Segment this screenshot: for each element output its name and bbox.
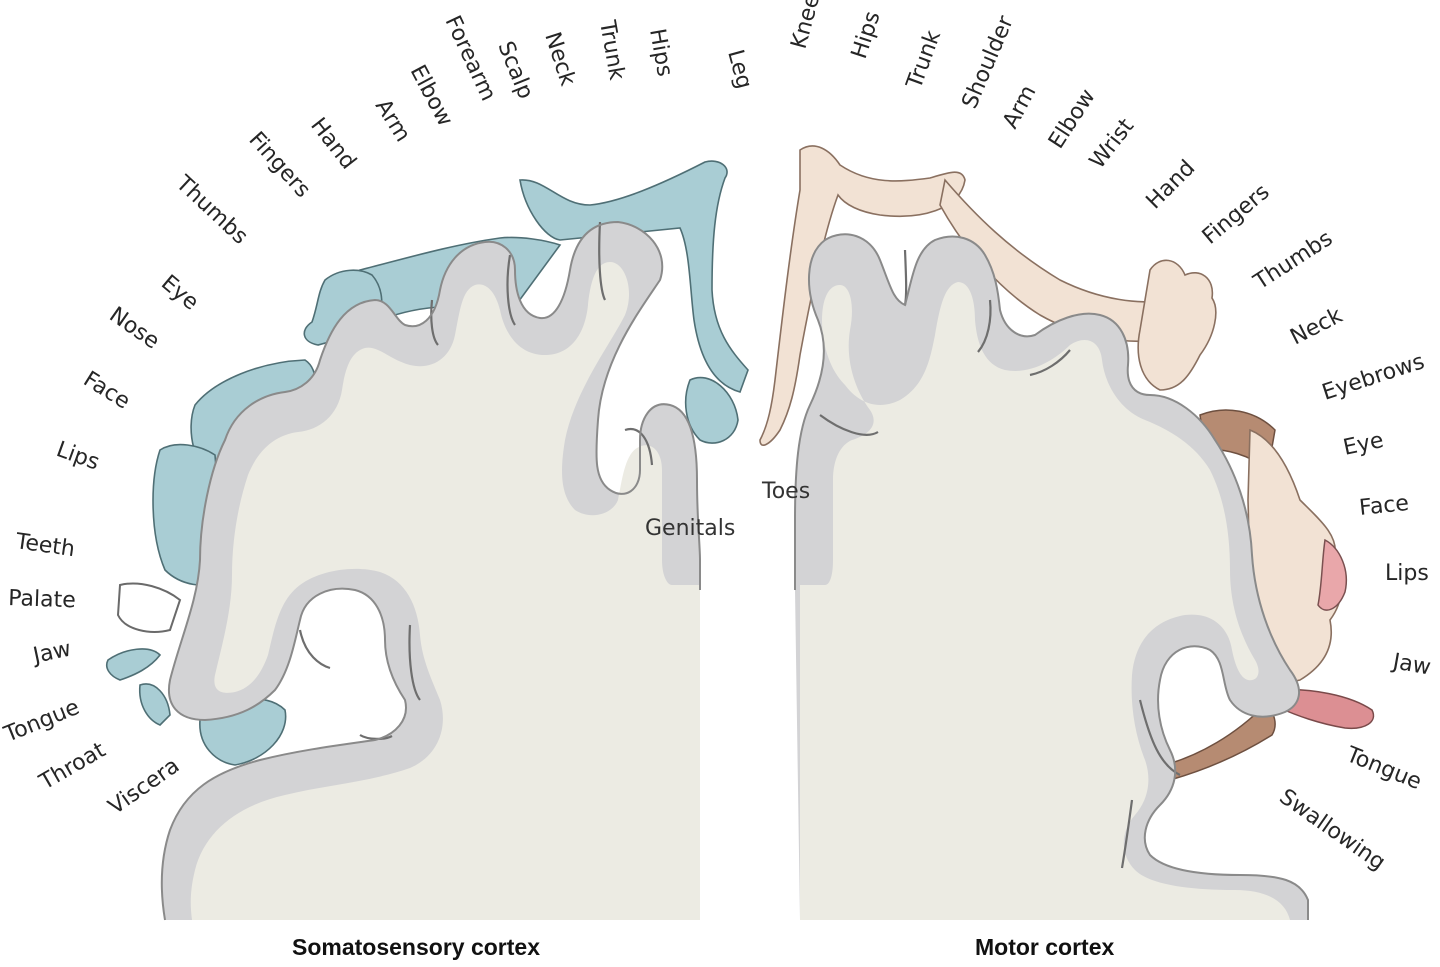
motor-sulcus-3 xyxy=(1029,349,1071,377)
sensory-label-thumbs: Thumbs xyxy=(170,170,252,249)
motor-lips xyxy=(1317,538,1347,611)
motor-label-knee: Knee xyxy=(787,0,826,52)
motor-homunculus xyxy=(759,145,1375,781)
motor-label-neck: Neck xyxy=(1286,303,1346,350)
motor-label-hips: Hips xyxy=(847,8,886,61)
motor-label-swallowing: Swallowing xyxy=(1275,784,1390,875)
motor-white-matter xyxy=(800,282,1290,920)
motor-caption: Motor cortex xyxy=(975,934,1115,960)
sensory-label-trunk: Trunk xyxy=(594,18,629,83)
sensory-label-lips: Lips xyxy=(53,437,103,475)
motor-label-elbow: Elbow xyxy=(1044,85,1101,153)
motor-label-eyebrows: Eyebrows xyxy=(1319,349,1427,406)
sensory-leg xyxy=(519,160,749,393)
motor-label-eye: Eye xyxy=(1341,428,1386,461)
motor-leg xyxy=(759,145,966,446)
sensory-sulcus-6 xyxy=(298,629,331,670)
sensory-label-hand: Hand xyxy=(305,113,360,174)
sensory-sulcus-3 xyxy=(430,299,439,346)
sensory-label-elbow: Elbow xyxy=(405,61,458,131)
sensory-genitals xyxy=(684,376,739,444)
sensory-label-jaw: Jaw xyxy=(29,637,73,670)
sensory-sulcus-1 xyxy=(598,221,607,301)
motor-tongue xyxy=(1279,688,1375,730)
motor-label-lips: Lips xyxy=(1385,561,1429,586)
sensory-label-forearm: Forearm xyxy=(440,12,501,105)
sensory-genitals-label: Genitals xyxy=(645,516,735,541)
motor-sulcus-4 xyxy=(819,414,879,436)
motor-label-arm: Arm xyxy=(998,81,1041,133)
sensory-white-matter xyxy=(190,262,700,920)
motor-hemisphere xyxy=(759,145,1375,920)
motor-outline xyxy=(794,233,1309,920)
sensory-label-arm: Arm xyxy=(370,95,415,147)
sensory-sulcus-4 xyxy=(624,427,654,466)
motor-label-tongue: Tongue xyxy=(1342,742,1425,795)
motor-label-hand: Hand xyxy=(1142,156,1201,215)
motor-hand xyxy=(1137,259,1217,391)
sensory-label-viscera: Viscera xyxy=(104,753,184,820)
motor-sulcus-1 xyxy=(903,249,908,306)
motor-label-face: Face xyxy=(1358,491,1410,521)
sensory-label-nose: Nose xyxy=(105,302,164,354)
somatosensory-caption: Somatosensory cortex xyxy=(292,934,540,960)
sensory-label-teeth: Teeth xyxy=(13,529,76,562)
motor-label-jaw: Jaw xyxy=(1389,649,1433,681)
sensory-teeth xyxy=(116,582,182,633)
sensory-label-hips: Hips xyxy=(644,27,677,79)
sensory-label-neck: Neck xyxy=(539,29,580,89)
sensory-label-palate: Palate xyxy=(8,586,76,613)
sensory-throat xyxy=(138,683,171,726)
sensory-sulcus-5 xyxy=(408,624,421,701)
motor-label-wrist: Wrist xyxy=(1085,114,1139,174)
sensory-label-face: Face xyxy=(79,367,134,415)
sensory-outline xyxy=(160,220,701,921)
motor-throat xyxy=(1164,704,1276,781)
motor-label-fingers: Fingers xyxy=(1198,180,1275,250)
sensory-label-throat: Throat xyxy=(35,738,111,796)
sensory-sulcus-2 xyxy=(506,254,516,326)
sensory-tongue xyxy=(105,648,162,681)
motor-label-thumbs: Thumbs xyxy=(1249,226,1337,296)
motor-sulcus-2 xyxy=(977,299,992,353)
sensory-label-leg: Leg xyxy=(722,47,756,92)
sensory-label-eye: Eye xyxy=(156,270,203,315)
motor-toes-label: Toes xyxy=(761,479,810,504)
sensory-label-tongue: Tongue xyxy=(0,695,83,748)
motor-label-trunk: Trunk xyxy=(902,27,946,93)
sensory-label-fingers: Fingers xyxy=(244,127,316,203)
motor-sulcus-6 xyxy=(1120,799,1134,869)
somatosensory-hemisphere xyxy=(105,160,749,921)
